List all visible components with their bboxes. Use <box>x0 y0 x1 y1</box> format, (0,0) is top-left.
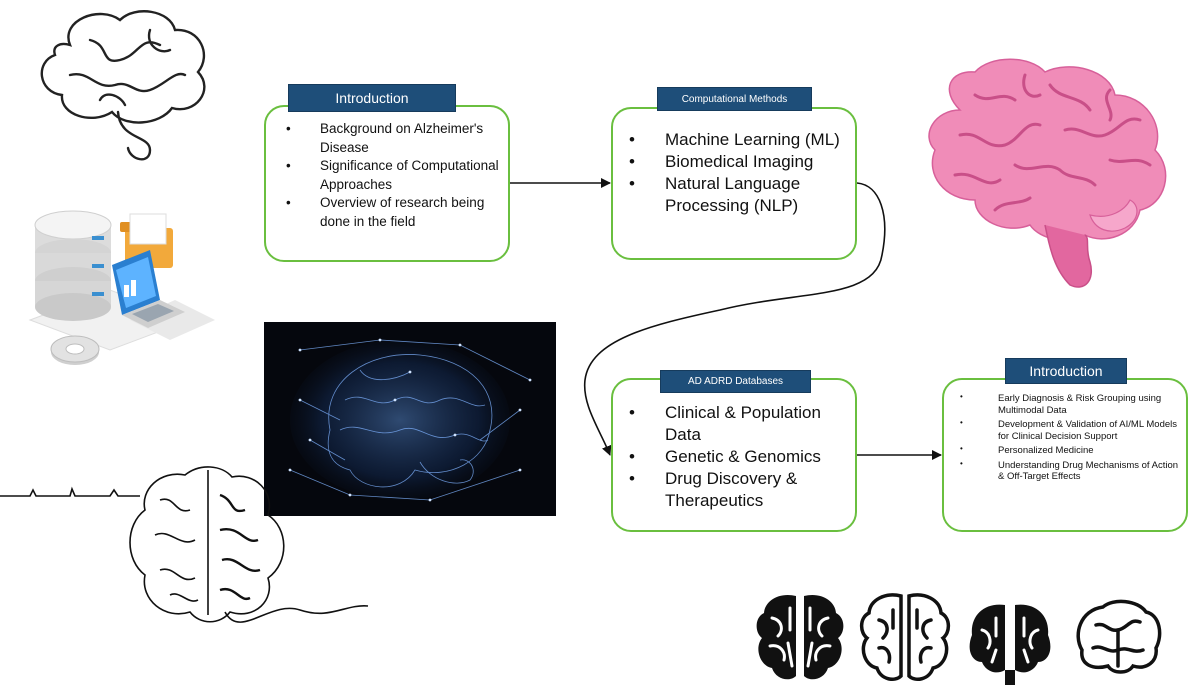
intro-list: Background on Alzheimer's Disease Signif… <box>286 120 508 231</box>
list-item: Significance of Computational Approaches <box>286 157 508 194</box>
computational-methods-box: Machine Learning (ML) Biomedical Imaging… <box>611 107 857 260</box>
connector-arrows <box>510 178 942 460</box>
databases-box: Clinical & Population Data Genetic & Gen… <box>611 378 857 532</box>
databases-list: Clinical & Population Data Genetic & Gen… <box>629 402 855 512</box>
arrow-computational-to-databases <box>583 182 886 456</box>
list-item: Machine Learning (ML) <box>629 129 855 151</box>
intro-label: Introduction <box>288 84 456 112</box>
pink-brain-icon <box>928 58 1167 288</box>
intro-outcomes-label: Introduction <box>1005 358 1127 384</box>
brain-icon-set <box>756 593 1162 685</box>
list-item: Biomedical Imaging <box>629 151 855 173</box>
intro-box: Background on Alzheimer's Disease Signif… <box>264 105 510 262</box>
digital-brain-image <box>264 322 556 516</box>
intro-outcomes-box: Early Diagnosis & Risk Grouping using Mu… <box>942 378 1188 532</box>
intro-outcomes-list: Early Diagnosis & Risk Grouping using Mu… <box>960 391 1186 486</box>
database-server-icon <box>28 210 215 365</box>
list-item: Understanding Drug Mechanisms of Action … <box>960 458 1186 483</box>
brain-line-icon <box>40 10 206 161</box>
list-item: Drug Discovery & Therapeutics <box>629 468 855 512</box>
list-item: Background on Alzheimer's Disease <box>286 120 508 157</box>
list-item: Personalized Medicine <box>960 443 1186 457</box>
list-item: Natural Language Processing (NLP) <box>629 173 855 217</box>
computational-list: Machine Learning (ML) Biomedical Imaging… <box>629 129 855 217</box>
list-item: Overview of research being done in the f… <box>286 194 508 231</box>
list-item: Development & Validation of AI/ML Models… <box>960 417 1186 442</box>
list-item: Clinical & Population Data <box>629 402 855 446</box>
list-item: Genetic & Genomics <box>629 446 855 468</box>
list-item: Early Diagnosis & Risk Grouping using Mu… <box>960 391 1186 416</box>
brain-heartbeat-icon <box>0 466 369 623</box>
databases-label: AD ADRD Databases <box>660 370 811 393</box>
computational-methods-label: Computational Methods <box>657 87 812 111</box>
